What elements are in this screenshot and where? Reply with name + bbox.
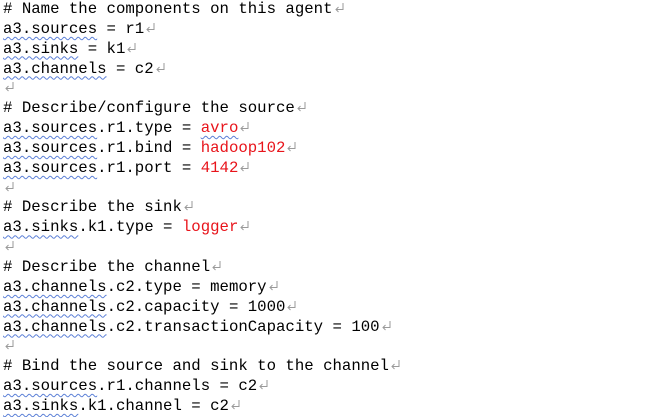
paragraph-mark-icon [145, 22, 155, 34]
spellcheck-flagged-word: a3.sources [3, 19, 98, 38]
line-text: # Name the components on this agent [3, 0, 333, 18]
spellcheck-flagged-word: a3.channels [3, 59, 107, 78]
paragraph-mark-icon [239, 220, 249, 232]
line-text: .r1.channels = c2 [97, 377, 258, 396]
config-value: 4142 [200, 158, 239, 177]
spellcheck-flagged-word: a3.channels [3, 297, 107, 316]
paragraph-mark-icon [230, 399, 240, 411]
paragraph-mark-icon [4, 240, 14, 252]
paragraph-mark-icon [258, 379, 268, 391]
text-line[interactable]: a3.sources.r1.type = avro [3, 119, 659, 139]
line-text: .r1.port = [97, 158, 201, 177]
spellcheck-flagged-word: a3.sources [3, 158, 98, 177]
paragraph-mark-icon [390, 359, 400, 371]
text-line[interactable]: a3.channels = c2 [3, 60, 659, 80]
paragraph-mark-icon [239, 161, 249, 173]
paragraph-mark-icon [286, 300, 296, 312]
paragraph-mark-icon [296, 101, 306, 113]
empty-line[interactable] [3, 238, 659, 258]
paragraph-mark-icon [334, 2, 344, 14]
spellcheck-flagged-word: a3.sources [3, 119, 98, 138]
spellcheck-flagged-word: a3.sinks [3, 39, 79, 58]
spellcheck-flagged-word: a3.sinks [3, 218, 79, 237]
paragraph-mark-icon [268, 280, 278, 292]
line-text: .c2.capacity = 1000 [106, 297, 286, 316]
empty-line[interactable] [3, 79, 659, 99]
paragraph-mark-icon [183, 200, 193, 212]
line-text: = k1 [78, 39, 126, 58]
text-line[interactable]: a3.sinks.k1.channel = c2 [3, 397, 659, 417]
spellcheck-flagged-word: a3.sources [3, 377, 98, 396]
spellcheck-flagged-word: a3.channels [3, 317, 107, 336]
line-text: .k1.type = [78, 218, 182, 237]
empty-line[interactable] [3, 179, 659, 199]
line-text: .c2.type = memory [106, 277, 267, 296]
text-line[interactable]: # Describe the channel [3, 258, 659, 278]
text-line[interactable]: a3.channels.c2.transactionCapacity = 100 [3, 318, 659, 338]
paragraph-mark-icon [239, 121, 249, 133]
text-line[interactable]: a3.sources = r1 [3, 20, 659, 40]
config-value: avro [200, 119, 239, 138]
line-text: # Describe the channel [3, 257, 211, 276]
line-text: .r1.type = [97, 119, 201, 138]
config-value: hadoop102 [200, 138, 286, 157]
line-text: .c2.transactionCapacity = 100 [106, 317, 380, 336]
empty-line[interactable] [3, 337, 659, 357]
spellcheck-flagged-word: a3.sources [3, 138, 98, 157]
text-line[interactable]: a3.sources.r1.channels = c2 [3, 377, 659, 397]
text-line[interactable]: a3.channels.c2.capacity = 1000 [3, 298, 659, 318]
line-text: = c2 [106, 59, 154, 78]
paragraph-mark-icon [4, 181, 14, 193]
line-text: # Bind the source and sink to the channe… [3, 357, 389, 376]
line-text: .k1.channel = c2 [78, 396, 229, 415]
paragraph-mark-icon [155, 62, 165, 74]
text-line[interactable]: a3.sinks = k1 [3, 40, 659, 60]
line-text: # Describe the sink [3, 198, 182, 217]
paragraph-mark-icon [4, 81, 14, 93]
text-line[interactable]: a3.sinks.k1.type = logger [3, 218, 659, 238]
text-line[interactable]: # Describe the sink [3, 198, 659, 218]
paragraph-mark-icon [286, 141, 296, 153]
line-text: # Describe/configure the source [3, 99, 295, 118]
paragraph-mark-icon [4, 339, 14, 351]
paragraph-mark-icon [126, 42, 136, 54]
text-line[interactable]: a3.channels.c2.type = memory [3, 278, 659, 298]
spellcheck-flagged-word: a3.sinks [3, 396, 79, 415]
text-line[interactable]: # Bind the source and sink to the channe… [3, 357, 659, 377]
text-line[interactable]: # Describe/configure the source [3, 99, 659, 119]
text-line[interactable]: # Name the components on this agent [3, 0, 659, 20]
text-line[interactable]: a3.sources.r1.port = 4142 [3, 159, 659, 179]
config-value: logger [181, 218, 239, 237]
line-text: .r1.bind = [97, 138, 201, 157]
line-text: = r1 [97, 19, 145, 38]
paragraph-mark-icon [211, 260, 221, 272]
spellcheck-flagged-word: a3.channels [3, 277, 107, 296]
text-line[interactable]: a3.sources.r1.bind = hadoop102 [3, 139, 659, 159]
paragraph-mark-icon [381, 320, 391, 332]
